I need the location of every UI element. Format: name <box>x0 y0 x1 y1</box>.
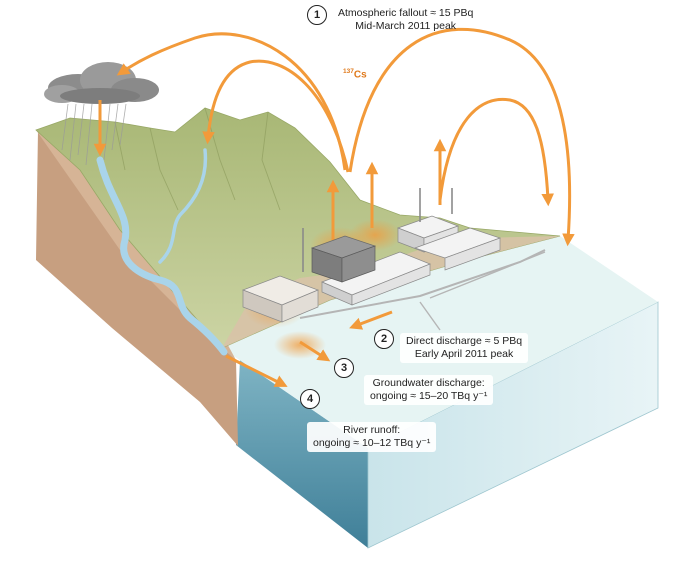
fallout-arc-to-ocean <box>348 27 575 247</box>
power-plant <box>242 188 546 331</box>
soil-cliff <box>36 130 238 446</box>
pathway-1-line2: Mid-March 2011 peak <box>355 20 457 32</box>
rain-cloud <box>44 62 159 104</box>
pathway-3-line1: Groundwater discharge: <box>372 377 485 389</box>
fallout-arc-inner <box>438 97 554 207</box>
ridge-lines <box>114 107 281 211</box>
pathway-2-label: Direct discharge ≈ 5 PBq Early April 201… <box>400 333 529 363</box>
river-tributary <box>158 148 208 264</box>
isotope-label: 137Cs <box>343 68 367 81</box>
pathway-4-line2: ongoing ≈ 10–12 TBq y⁻¹ <box>313 437 431 449</box>
pathway-3-label: Groundwater discharge: ongoing ≈ 15–20 T… <box>364 375 494 405</box>
pathway-2-line1: Direct discharge ≈ 5 PBq <box>406 335 523 347</box>
direct-discharge-arrow <box>349 310 393 330</box>
pathway-4-label: River runoff: ongoing ≈ 10–12 TBq y⁻¹ <box>307 422 437 452</box>
river <box>96 156 228 356</box>
pathway-1-line1: Atmospheric fallout ≈ 15 PBq <box>338 7 474 19</box>
groundwater-arrow <box>299 340 331 362</box>
pathway-1-label: Atmospheric fallout ≈ 15 PBq Mid-March 2… <box>338 7 473 33</box>
fallout-arc-to-cloud <box>116 32 347 171</box>
pathway-4-line1: River runoff: <box>343 424 401 436</box>
river-runoff-arrow <box>225 354 288 387</box>
ocean-side-face <box>236 360 368 548</box>
pathway-1-number: 1 <box>307 5 327 25</box>
pathway-2-line2: Early April 2011 peak <box>414 348 514 360</box>
pathway-3-number: 3 <box>334 358 354 378</box>
pathway-3-line2: ongoing ≈ 15–20 TBq y⁻¹ <box>370 390 488 402</box>
pathway-2-number: 2 <box>374 329 394 349</box>
fallout-arc-to-mountain <box>202 59 350 173</box>
pathway-4-number: 4 <box>300 389 320 409</box>
